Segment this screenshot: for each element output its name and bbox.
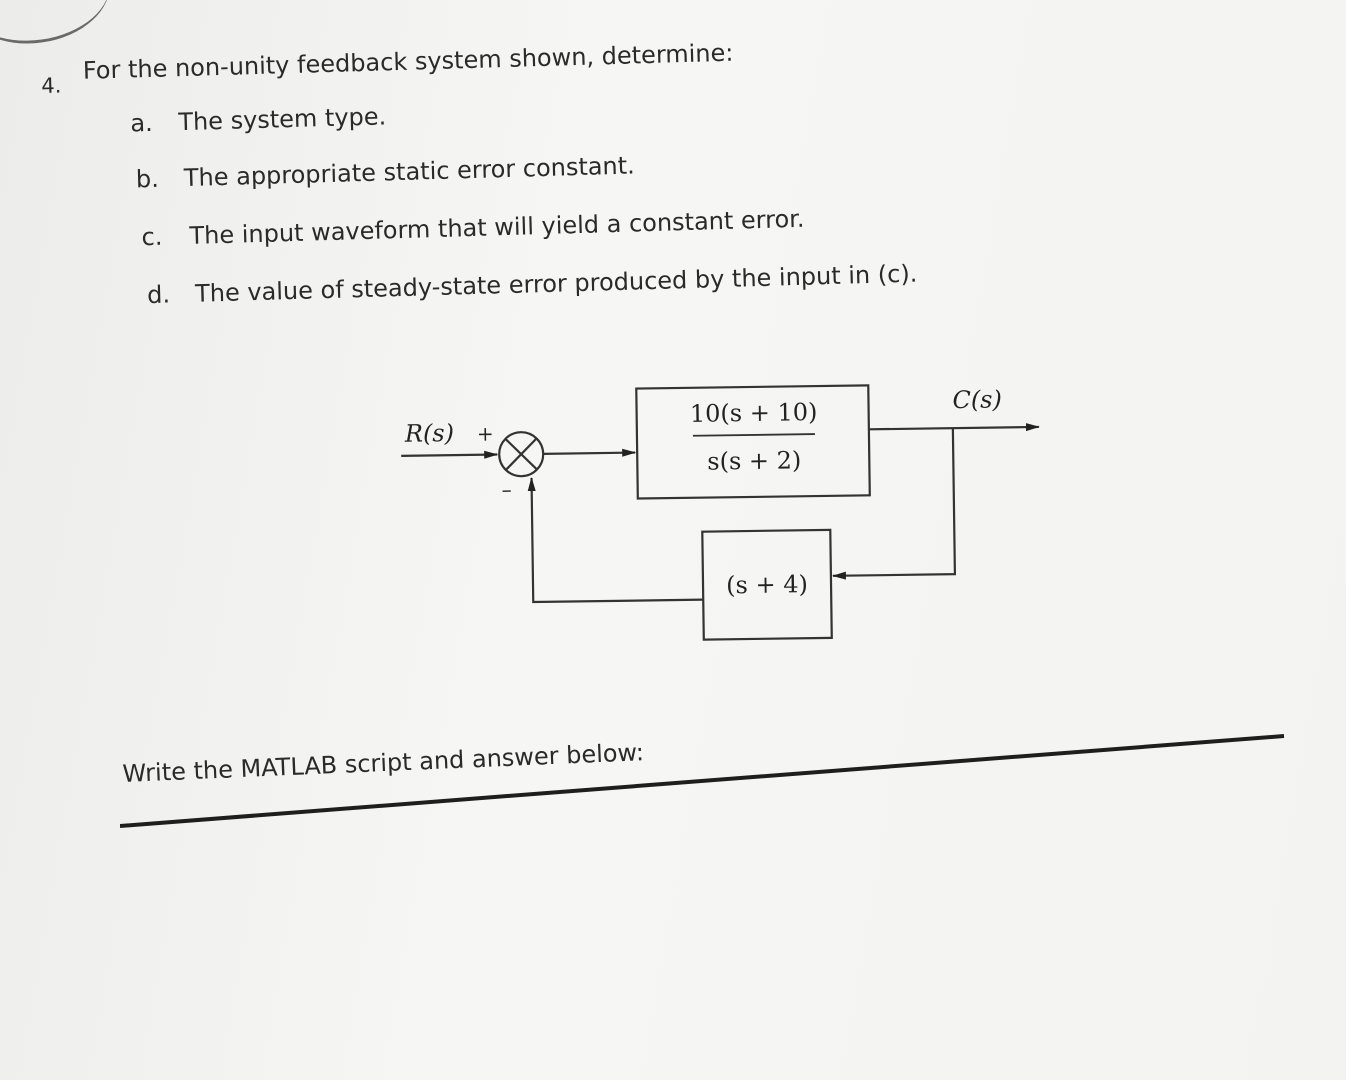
question-prompt: For the non-unity feedback system shown,…: [82, 38, 734, 85]
block-diagram: R(s) + – 10(s + 10) s(s + 2) (s + 4) C(s…: [390, 361, 1074, 660]
item-a-label: a.: [129, 108, 154, 138]
forward-numerator: 10(s + 10): [690, 398, 818, 428]
item-b-text: The appropriate static error constant.: [183, 151, 636, 193]
question-block: 4. For the non-unity feedback system sho…: [40, 15, 940, 309]
summing-junction: [498, 431, 545, 478]
question-number: 4.: [40, 73, 62, 98]
item-d: d. The value of steady-state error produc…: [147, 260, 918, 310]
block-diagram-svg: R(s) + – 10(s + 10) s(s + 2) (s + 4) C(s…: [401, 384, 1040, 641]
feedback-block: [701, 528, 833, 641]
answer-line-svg: [120, 734, 1285, 828]
forward-denominator: s(s + 2): [707, 446, 801, 475]
item-c-text: The input waveform that will yield a con…: [189, 204, 805, 250]
forward-fraction-bar: [692, 433, 815, 437]
item-c: c. The input waveform that will yield a c…: [141, 205, 805, 252]
input-signal-line: [401, 450, 499, 459]
feedback-block-label: (s + 4): [726, 570, 808, 599]
corner-mark: [0, 0, 117, 53]
feedback-pickoff-line: [831, 428, 957, 580]
forward-block: [635, 384, 871, 500]
answer-line[interactable]: [120, 734, 1285, 828]
item-a: a. The system type.: [130, 102, 387, 137]
item-b-label: b.: [135, 164, 160, 194]
item-d-label: d.: [146, 280, 171, 310]
plus-sign: +: [477, 422, 494, 446]
item-d-text: The value of steady-state error produced…: [194, 259, 918, 308]
item-b: b. The appropriate static error constant.: [136, 151, 636, 193]
error-signal-line: [543, 448, 637, 457]
item-c-label: c.: [141, 222, 163, 252]
answer-area: Write the MATLAB script and answer below…: [120, 728, 1300, 838]
feedback-return-line: [527, 477, 704, 604]
input-label: R(s): [404, 419, 455, 448]
item-a-text: The system type.: [177, 102, 387, 137]
summing-cross-2: [505, 437, 538, 471]
minus-sign: –: [502, 477, 512, 501]
output-label: C(s): [952, 385, 1002, 414]
